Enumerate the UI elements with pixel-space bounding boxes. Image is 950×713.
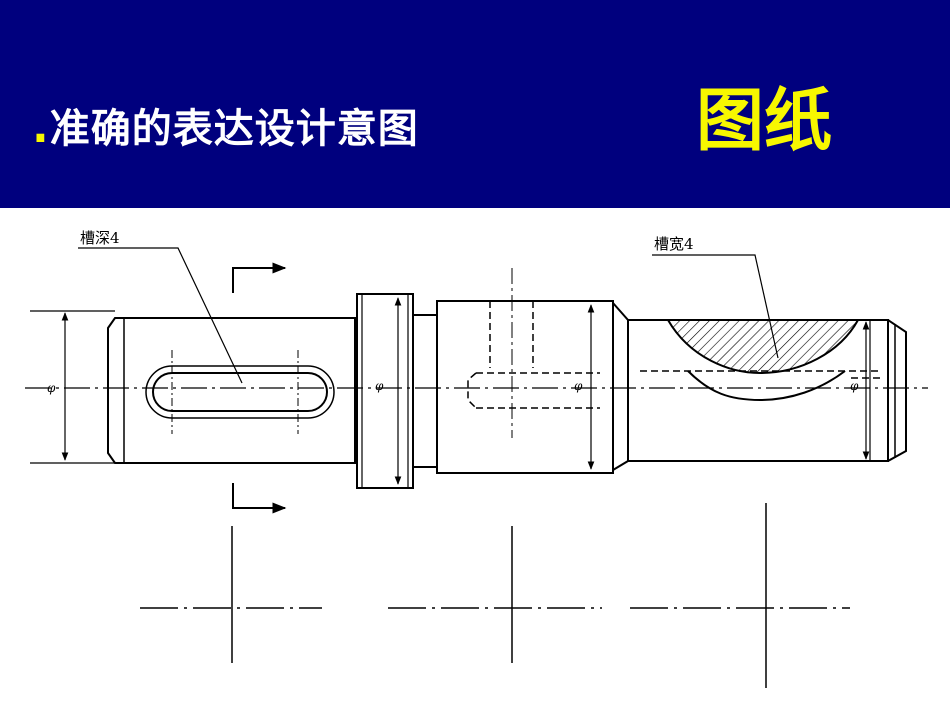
diameter-label-4: φ	[850, 379, 859, 393]
leaders	[78, 247, 779, 384]
slide-subtitle: .准确的表达设计意图	[32, 106, 419, 150]
shaft-drawing: φ φ φ φ 槽深4 槽宽4	[25, 229, 928, 688]
diameter-label-1: φ	[47, 381, 56, 395]
diameter-label-2: φ	[375, 379, 384, 393]
groove-depth-label: 槽深4	[80, 229, 120, 247]
title-banner: .准确的表达设计意图 图纸	[0, 0, 950, 208]
slide-title: 图纸	[696, 82, 833, 161]
groove-width-label: 槽宽4	[654, 235, 694, 253]
bullet-dot: .	[32, 102, 50, 153]
hidden-lines	[467, 268, 880, 438]
section-marks	[232, 262, 287, 514]
groove	[666, 319, 860, 402]
diameter-label-3: φ	[574, 379, 583, 393]
subtitle-text: 准确的表达设计意图	[49, 106, 419, 152]
keyway	[145, 350, 335, 434]
section-crosshairs	[140, 503, 850, 688]
dimension-lines	[30, 297, 870, 485]
